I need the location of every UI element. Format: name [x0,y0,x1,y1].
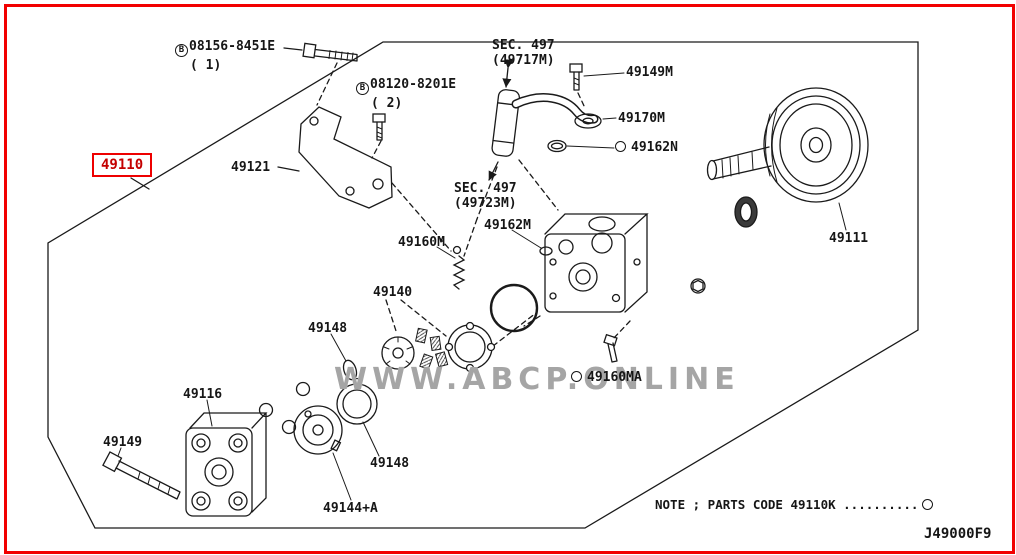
callout-49148-lower: 49148 [370,456,410,471]
pump-body-drawing [539,213,649,313]
bolt-49149-drawing [102,451,181,500]
bolt-08156-drawing [283,42,358,62]
drawing-code: J49000F9 [924,526,992,542]
callout-sec497-top: SEC. 497 (49717M) [492,39,555,67]
callout-49149: 49149 [103,435,143,450]
sec497-tube-drawing [488,59,521,181]
parts-code-note: NOTE ; PARTS CODE 49110K .......... [655,497,934,512]
pulley-drawing [690,87,869,294]
quantity: ( 1) [190,58,222,73]
front-housing-drawing [185,412,268,517]
part-number: 49160MA [587,370,642,385]
diagram-border [47,41,919,529]
washer-icon [571,371,582,382]
bolt-49149M-drawing [569,63,583,91]
callout-49144A: 49144+A [323,501,378,516]
sec-ref-part: (49723M) [454,196,517,211]
circled-b-icon: B [356,82,369,95]
callout-49162M: 49162M [484,218,531,233]
callout-49111: 49111 [829,231,869,246]
watermark: WWW.ABCP.ONLINE [334,362,740,397]
callout-49116: 49116 [183,387,223,402]
callout-49149M: 49149M [626,65,673,80]
part-number: 49162N [631,140,678,155]
leader-lines [117,72,847,501]
seal-plate-drawing [258,359,378,455]
sec-ref-part: (49717M) [492,53,555,68]
bolt-49160MA-drawing [603,333,618,363]
large-oring-drawing [489,283,539,333]
bolt-08120-drawing [372,113,386,141]
sec-ref: SEC. 497 [492,38,555,53]
callout-49148-upper: 49148 [308,321,348,336]
callout-49140: 49140 [373,285,413,300]
quantity: ( 2) [371,96,403,111]
oring-49162N-drawing [547,139,567,153]
cartridge-drawing [381,321,496,373]
highlighted-part-code: 49110 [92,153,153,177]
callout-49160M: 49160M [398,235,445,250]
washer-icon [922,499,934,510]
callout-49160MA: 49160MA [571,371,642,384]
bracket-drawing [277,106,393,209]
part-number: 08156-8451E [189,39,276,54]
washer-icon [615,141,626,152]
part-number: 08120-8201E [370,77,457,92]
sec-ref: SEC. 497 [454,181,517,196]
callout-49170M: 49170M [618,111,665,126]
note-text: NOTE ; PARTS CODE 49110K .......... [655,497,919,512]
circled-b-icon: B [175,44,188,57]
callout-49121: 49121 [231,160,271,175]
callout-sec497-bottom: SEC. 497 (49723M) [454,182,517,210]
callout-49162N: 49162N [615,141,678,154]
suction-pipe-drawing [511,93,602,129]
spring-drawing [452,245,466,290]
